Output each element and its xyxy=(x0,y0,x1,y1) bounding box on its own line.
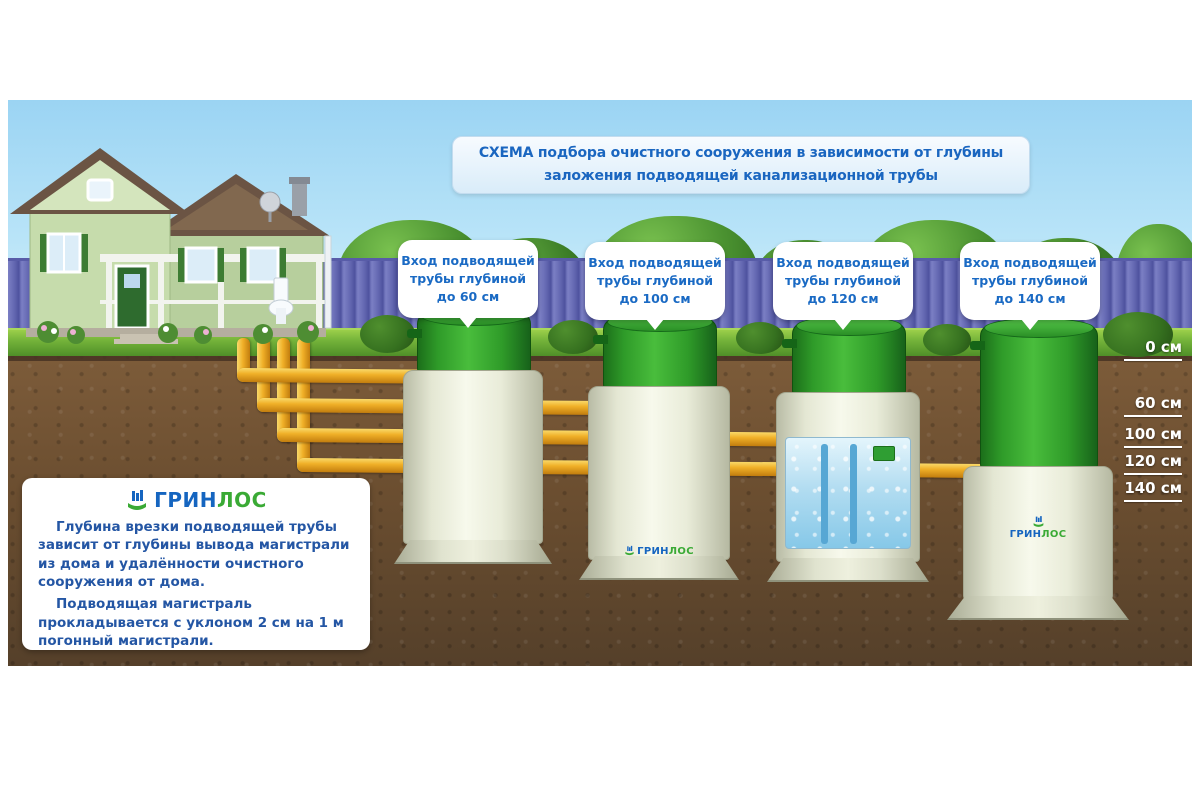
tank-vent-fitting xyxy=(782,339,797,348)
scheme-title: СХЕМА подбора очистного сооружения в зав… xyxy=(452,136,1030,194)
tank-vent-fitting xyxy=(593,335,608,344)
tank-base xyxy=(947,596,1129,620)
scheme-title-line1: СХЕМА подбора очистного сооружения в зав… xyxy=(478,144,1004,161)
depth-tick xyxy=(1124,473,1182,475)
depth-tick xyxy=(1124,415,1182,417)
house-svg xyxy=(10,148,332,344)
depth-marker-100: 100 см xyxy=(1098,425,1182,448)
tank-body: ГРИНЛОС xyxy=(963,466,1113,600)
depth-tick xyxy=(1124,500,1182,502)
tank-cutaway xyxy=(785,437,911,549)
info-paragraph-1: Глубина врезки подводящей трубы зависит … xyxy=(38,519,350,591)
grinlos-logo-icon xyxy=(625,545,634,556)
info-box: ГРИНЛОС Глубина врезки подводящей трубы … xyxy=(22,478,370,650)
callout-pointer xyxy=(459,317,477,328)
info-paragraph-2: Подводящая магистраль прокладывается с у… xyxy=(38,596,344,650)
garden-bush xyxy=(923,324,971,356)
house-illustration xyxy=(8,140,348,345)
scene: ГРИНЛОС xyxy=(8,100,1192,666)
callout-pointer xyxy=(1021,319,1039,330)
septic-tank-140: ГРИНЛОС xyxy=(947,318,1129,626)
brand-name-grin: ГРИН xyxy=(154,488,218,512)
garden-bush xyxy=(548,320,598,354)
depth-marker-120: 120 см xyxy=(1098,452,1182,475)
depth-label: 60 см xyxy=(1134,394,1182,412)
soil-top-strip xyxy=(8,352,1192,361)
cutaway-pump xyxy=(873,446,896,461)
callout-pointer xyxy=(646,319,664,330)
tank-body xyxy=(403,370,543,544)
grinlos-logo-icon xyxy=(1033,516,1043,527)
septic-tank-120 xyxy=(767,316,929,582)
tank-vent-fitting xyxy=(970,341,985,350)
cutaway-pipe xyxy=(850,444,858,544)
depth-label: 0 см xyxy=(1145,338,1182,356)
grinlos-logo: ГРИНЛОС xyxy=(38,488,354,512)
tank-brand-label: ГРИНЛОС xyxy=(589,545,729,557)
tank-vent-fitting xyxy=(407,329,422,338)
tank-lid-cap xyxy=(984,318,1094,338)
brand-name-los: ЛОС xyxy=(217,488,267,512)
garden-bush xyxy=(736,322,784,354)
cutaway-pipe xyxy=(820,444,828,544)
septic-tank-100: ГРИНЛОС xyxy=(579,312,739,583)
depth-label: 100 см xyxy=(1124,425,1182,443)
scheme-title-line2: заложения подводящей канализационной тру… xyxy=(544,168,938,184)
garden-bush xyxy=(1103,312,1173,357)
tank-body: ГРИНЛОС xyxy=(588,386,730,560)
depth-label: 140 см xyxy=(1124,479,1182,497)
brand-name-grin: ГРИН xyxy=(637,546,669,557)
depth-label: 120 см xyxy=(1124,452,1182,470)
septic-tank-60 xyxy=(394,306,552,564)
tank-base xyxy=(394,540,552,564)
callout-pointer xyxy=(834,319,852,330)
supply-pipe-drop-120 xyxy=(277,338,290,442)
grinlos-logo-icon xyxy=(128,490,147,510)
tank-body xyxy=(776,392,920,562)
tank-base xyxy=(767,558,929,582)
depth-tick xyxy=(1124,359,1182,361)
depth-marker-60: 60 см xyxy=(1098,394,1182,417)
tank-brand-label: ГРИНЛОС xyxy=(964,515,1112,540)
brand-name-los: ЛОС xyxy=(1041,529,1067,540)
tank-base xyxy=(579,556,739,580)
garden-bush xyxy=(360,315,415,353)
depth-tick xyxy=(1124,446,1182,448)
tank-lid xyxy=(782,316,906,398)
tank-lid xyxy=(970,318,1098,472)
brand-name-grin: ГРИН xyxy=(1009,529,1042,540)
depth-marker-140: 140 см xyxy=(1098,479,1182,502)
brand-name-los: ЛОС xyxy=(668,546,694,557)
depth-marker-0: 0 см xyxy=(1098,338,1182,361)
